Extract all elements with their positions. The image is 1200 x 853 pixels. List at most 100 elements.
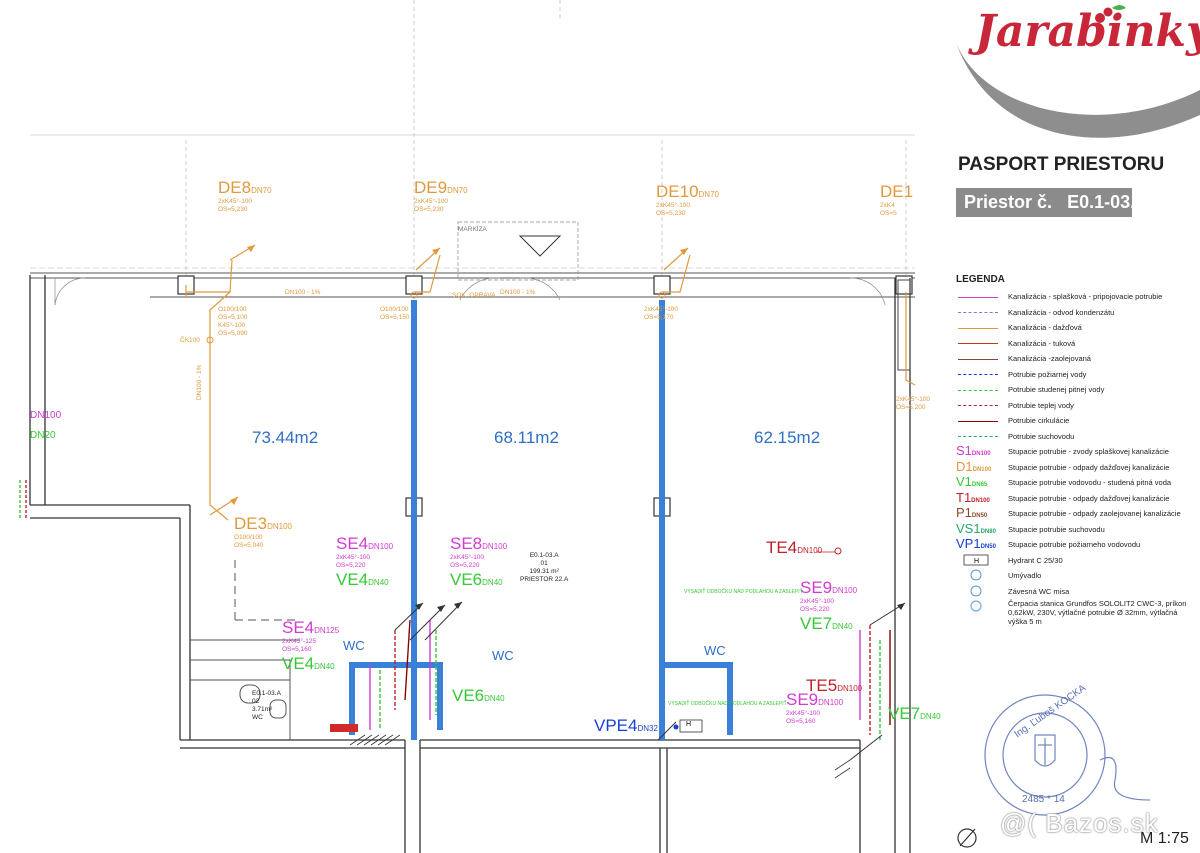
legend-symbol-item: D1DN100 Stupacie potrubie - odpady dažďov… — [956, 460, 1196, 476]
riser-label-de3: DE3DN100 O100/100 OS=5,040 — [234, 514, 292, 549]
legend-line-label: Kanalizácia -zaolejovaná — [1008, 354, 1091, 364]
riser-label-left: DN100 — [30, 410, 62, 421]
sewer-note: VYSADIŤ ODBOČKU NAD PODLAHOU A ZASLEPIŤ — [668, 701, 787, 707]
legend-line-swatch — [956, 289, 1002, 305]
scale-label: M 1:75 — [1140, 830, 1189, 847]
north-arrow-icon — [957, 828, 977, 848]
area-label: 62.15m2 — [754, 428, 821, 447]
wc-label: WC — [704, 643, 726, 658]
logo-berry-icon — [1095, 13, 1105, 23]
stamp-seal-icon — [984, 694, 1151, 816]
legend-symbol-item: Umývadlo — [956, 568, 1196, 584]
legend-line-swatch — [956, 367, 1002, 383]
riser-label-se4: SE4DN100 2xK45°-100 OS=5,220 VE4DN40 — [336, 534, 394, 589]
legend-line-item: Potrubie studenej pitnej vody — [956, 382, 1196, 398]
pipe-note: O100/100 OS=5,100 K45°-100 OS=5,090 — [218, 306, 248, 337]
riser-label-ve7: VE7DN40 — [888, 704, 941, 723]
legend-line-label: Potrubie studenej pitnej vody — [1008, 385, 1105, 395]
room-badge: Priestor č. E0.1-03.A — [956, 188, 1148, 217]
legend-riser-code: D1DN100 — [956, 458, 992, 474]
legend-title: LEGENDA — [956, 274, 1005, 285]
legend-symbol-item: VS1DN80 Stupacie potrubie suchovodu — [956, 522, 1196, 538]
svg-text:H: H — [974, 558, 979, 565]
legend-line-item: Kanalizácia - dažďová — [956, 320, 1196, 336]
legend-symbol-label: Stupacie potrubie - odpady dažďovej kana… — [1008, 493, 1170, 503]
legend-symbol-label: Stupacie potrubie - odpady zaolejovanej … — [1008, 509, 1181, 519]
wc-label: WC — [343, 638, 365, 653]
pipe-slope-label: DN100 - 1% — [285, 289, 321, 296]
room-label: Priestor č. — [964, 192, 1053, 212]
markiza-label: MARKÍZA — [458, 226, 487, 233]
riser-label-de8: DE8DN70 2xK45°-100 OS=5,230 — [218, 178, 272, 213]
pipe-note: 2xK45°-100 OS=5,200 — [896, 396, 931, 411]
pipe-note: O100/100 OS=5,150 — [380, 306, 410, 321]
page-title: PASPORT PRIESTORU — [958, 154, 1165, 175]
legend-symbol-item: Čerpacia stanica Grundfos SOLOLIT2 CWC-3… — [956, 599, 1196, 635]
pipe-slope-label: DN100 - 1% — [196, 364, 203, 400]
legend-line-label: Potrubie teplej vody — [1008, 400, 1074, 410]
area-label: 73.44m2 — [252, 428, 319, 447]
legend-riser-code: P1DN50 — [956, 505, 988, 520]
legend-symbol-label: Stupacie potrubie - zvody splaškovej kan… — [1008, 447, 1169, 457]
legend-symbol-label: Stupacie potrubie - odpady dažďovej kana… — [1008, 462, 1170, 472]
wc-label: WC — [492, 648, 514, 663]
legend-riser-code: VP1DN50 — [956, 536, 996, 551]
riser-label-de1: DE1 2xK4 OS=5 — [880, 182, 914, 217]
column — [653, 275, 671, 295]
legend-line-label: Kanalizácia - dažďová — [1008, 323, 1082, 333]
legend-line-label: Potrubie požiarnej vody — [1008, 369, 1087, 379]
legend-riser-code: V1DN65 — [956, 474, 988, 489]
legend-line-item: Kanalizácia - odvod kondenzátu — [956, 305, 1196, 321]
legend-line-swatch — [956, 398, 1002, 414]
sewer-note: VYSADIŤ ODBOČKU NAD PODLAHOU A ZASLEPIŤ — [684, 589, 803, 595]
room-tag-small: E0.1-03.A 02 3.71m² WC — [252, 690, 281, 721]
riser-label-se9-lower: SE9DN100 2xK45°-100 OS=5,160 — [786, 690, 844, 725]
legend-line-item: Potrubie suchovodu — [956, 429, 1196, 445]
legend-line-label: Potrubie suchovodu — [1008, 431, 1075, 441]
legend-symbol-item: V1DN65 Stupacie potrubie vodovodu - stude… — [956, 475, 1196, 491]
legend-line-label: Kanalizácia - odvod kondenzátu — [1008, 307, 1115, 317]
riser-label-de10: DE10DN70 2xK45°-100 OS=5,230 — [656, 182, 719, 217]
logo-swoosh — [955, 40, 1200, 138]
pipe-slope-label: DN100 - 1% — [500, 289, 536, 296]
legend-symbol-label: Hydrant C 25/30 — [1008, 555, 1063, 565]
legend-symbol-item: H Hydrant C 25/30 — [956, 553, 1196, 569]
legend-fixture-icon — [956, 584, 1002, 600]
legend-line-swatch — [956, 336, 1002, 352]
column — [405, 275, 423, 295]
legend-line-swatch — [956, 320, 1002, 336]
legend-line-label: Kanalizácia - splašková - pripojovacie p… — [1008, 292, 1163, 302]
legend-line-item: Kanalizácia -zaolejovaná — [956, 351, 1196, 367]
area-label: 68.11m2 — [494, 428, 559, 447]
legend-symbol-label: Stupacie potrubie suchovodu — [1008, 524, 1105, 534]
legend: LEGENDA Kanalizácia - splašková - pripoj… — [956, 274, 1196, 635]
riser-label-te4: TE4DN100 — [766, 538, 823, 557]
legend-line-item: Kanalizácia - tuková — [956, 336, 1196, 352]
riser-label-se4-125: SE4DN125 2xK45°-125 OS=5,160 VE4DN40 — [282, 618, 340, 673]
markiza-triangle-icon — [518, 235, 562, 257]
legend-symbol-label: Závesná WC misa — [1008, 586, 1070, 596]
hydrant-box — [679, 719, 703, 733]
riser-label-left: DN20 — [30, 430, 56, 441]
legend-symbol-label: Stupacie potrubie vodovodu - studená pit… — [1008, 478, 1172, 488]
cleanout-label: ČK100 — [180, 337, 200, 344]
riser-label-te5: TE5DN100 — [806, 676, 863, 695]
stamp-number: 2485 * 14 — [1022, 794, 1065, 805]
riser-label-vpe4: VPE4DN32 — [594, 716, 658, 735]
room-tag: E0.1-03.A 01 199.31 m² PRIESTOR 22.A — [520, 552, 569, 583]
legend-line-item: Kanalizácia - splašková - pripojovacie p… — [956, 289, 1196, 305]
legend-line-item: Potrubie teplej vody — [956, 398, 1196, 414]
legend-line-item: Potrubie cirkulácie — [956, 413, 1196, 429]
repair-label: SOK. OPRAVA — [452, 292, 496, 299]
legend-line-label: Kanalizácia - tuková — [1008, 338, 1076, 348]
legend-riser-code: VS1DN80 — [956, 520, 996, 536]
pipe-note: 2xK45°-100 OS=5,170 — [644, 306, 679, 321]
riser-label-se8: SE8DN100 2xK45°-100 OS=5,220 VE6DN40 — [450, 534, 508, 589]
legend-symbol-item: P1DN50 Stupacie potrubie - odpady zaolejo… — [956, 506, 1196, 522]
legend-symbol-item: Závesná WC misa — [956, 584, 1196, 600]
legend-line-swatch — [956, 413, 1002, 429]
